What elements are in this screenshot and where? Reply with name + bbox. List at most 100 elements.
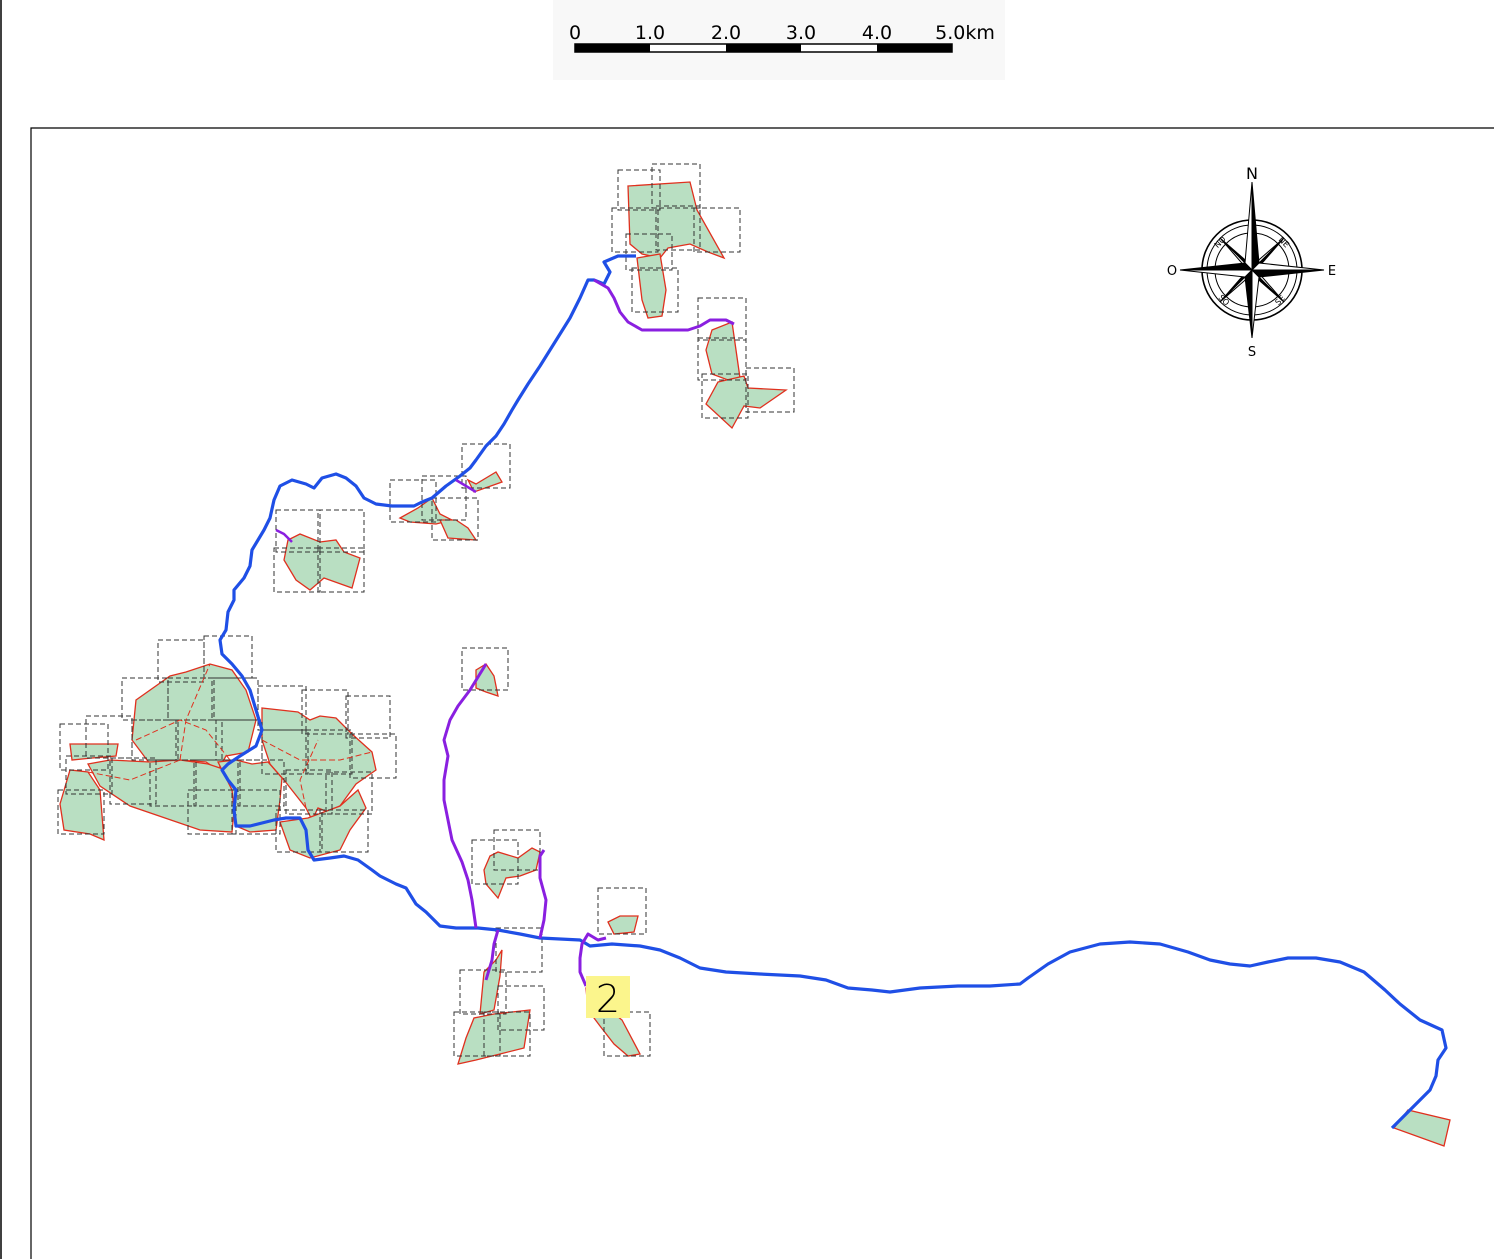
compass-intercardinal-points — [1219, 237, 1285, 303]
parcel[interactable] — [483, 847, 541, 900]
parcel-division-line — [261, 739, 373, 761]
scale-bar-background — [553, 0, 1005, 80]
parcel[interactable] — [283, 533, 361, 591]
parcel-division-line — [179, 663, 211, 761]
survey-grid-box — [617, 169, 661, 211]
survey-grid-box — [345, 695, 391, 739]
parcel[interactable] — [705, 321, 741, 381]
survey-grid-box — [301, 689, 349, 735]
parcel[interactable] — [398, 497, 454, 525]
scale-label-2: 2.0 — [711, 22, 741, 44]
parcel[interactable] — [475, 663, 499, 697]
access-road[interactable] — [455, 478, 477, 494]
survey-grid-box — [59, 723, 109, 771]
survey-grid-box — [631, 267, 679, 313]
parcel[interactable] — [131, 663, 257, 771]
scale-bar-segment-5 — [877, 44, 952, 52]
parcel-division-line — [299, 739, 319, 809]
survey-grid-box — [237, 759, 285, 807]
survey-grid-box — [275, 509, 321, 553]
survey-grid-box — [497, 985, 545, 1031]
survey-grid-box — [693, 207, 741, 253]
survey-grid-box — [231, 789, 281, 835]
access-road[interactable] — [538, 849, 548, 939]
parcel-divisions — [87, 663, 373, 809]
scale-bar-segment-3 — [726, 44, 801, 52]
survey-grid-box — [745, 367, 795, 413]
compass-rose: N S E O NE NO SE SO — [1167, 164, 1336, 360]
survey-grid-box — [697, 337, 747, 381]
parcel[interactable] — [279, 788, 367, 859]
survey-grid-box — [389, 479, 437, 523]
survey-grid-box — [109, 757, 157, 805]
survey-grid-box — [149, 759, 197, 807]
callout-highlight — [586, 976, 630, 1018]
road-layer — [218, 254, 1448, 1130]
scale-label-5: 5.0km — [935, 22, 995, 44]
compass-sw-label: SO — [1217, 293, 1231, 307]
compass-cardinal-points — [1179, 181, 1325, 339]
callout-label: 2 — [596, 977, 620, 1021]
survey-grid-layer — [57, 163, 795, 1057]
access-road[interactable] — [484, 929, 500, 981]
survey-grid-box — [697, 297, 747, 341]
compass-se-label: SE — [1273, 293, 1287, 307]
scale-bar-segment-1 — [575, 44, 650, 52]
scale-label-0: 0 — [569, 22, 581, 44]
survey-grid-box — [273, 547, 321, 593]
survey-grid-box — [495, 927, 543, 973]
survey-grid-box — [319, 809, 369, 853]
survey-grid-box — [611, 207, 659, 253]
parcel[interactable] — [457, 1009, 531, 1065]
survey-grid-box — [625, 233, 673, 271]
survey-grid-box — [325, 771, 373, 815]
access-road[interactable] — [593, 278, 735, 332]
parcel-division-line — [135, 719, 231, 761]
compass-east-label: E — [1328, 264, 1336, 279]
access-road[interactable] — [275, 528, 293, 543]
survey-grid-box — [317, 509, 365, 553]
parcel[interactable] — [438, 519, 478, 541]
scale-label-3: 3.0 — [786, 22, 816, 44]
survey-grid-box — [471, 839, 519, 885]
map-frame — [30, 127, 1494, 1259]
survey-grid-box — [701, 373, 749, 419]
survey-grid-box — [65, 755, 113, 795]
main-road[interactable] — [218, 254, 1448, 1130]
survey-grid-box — [285, 769, 333, 815]
survey-grid-box — [603, 1011, 651, 1057]
access-road[interactable] — [442, 663, 488, 929]
survey-grid-box — [431, 497, 479, 541]
parcel[interactable] — [607, 915, 639, 935]
parcel-callout[interactable]: 2 — [586, 976, 630, 1021]
survey-grid-box — [193, 759, 241, 807]
parcel-layer — [59, 181, 1451, 1147]
scale-label-1: 1.0 — [635, 22, 665, 44]
survey-grid-box — [459, 969, 507, 1015]
survey-grid-box — [493, 829, 541, 871]
compass-north-label: N — [1246, 164, 1258, 183]
survey-grid-box — [651, 163, 701, 209]
survey-grid-box — [655, 205, 701, 251]
survey-grid-box — [483, 1011, 531, 1057]
survey-grid-box — [261, 729, 309, 775]
scale-label-4: 4.0 — [862, 22, 892, 44]
parcel-division-line — [87, 759, 181, 781]
compass-ne-label: NE — [1277, 235, 1291, 249]
survey-grid-box — [453, 1011, 501, 1057]
survey-grid-box — [461, 647, 509, 691]
parcel[interactable] — [636, 253, 667, 319]
survey-grid-box — [317, 547, 365, 593]
survey-grid-box — [349, 733, 397, 779]
parcel[interactable] — [627, 181, 726, 260]
survey-grid-box — [597, 887, 647, 935]
access-road[interactable] — [578, 932, 607, 987]
compass-west-label: O — [1167, 264, 1177, 279]
scale-bar: 0 1.0 2.0 3.0 4.0 5.0km — [553, 0, 1005, 80]
survey-grid-box — [187, 789, 237, 835]
survey-grid-box — [275, 809, 323, 853]
survey-grid-box — [167, 677, 215, 721]
parcel[interactable] — [261, 707, 377, 822]
survey-grid-box — [305, 729, 353, 775]
